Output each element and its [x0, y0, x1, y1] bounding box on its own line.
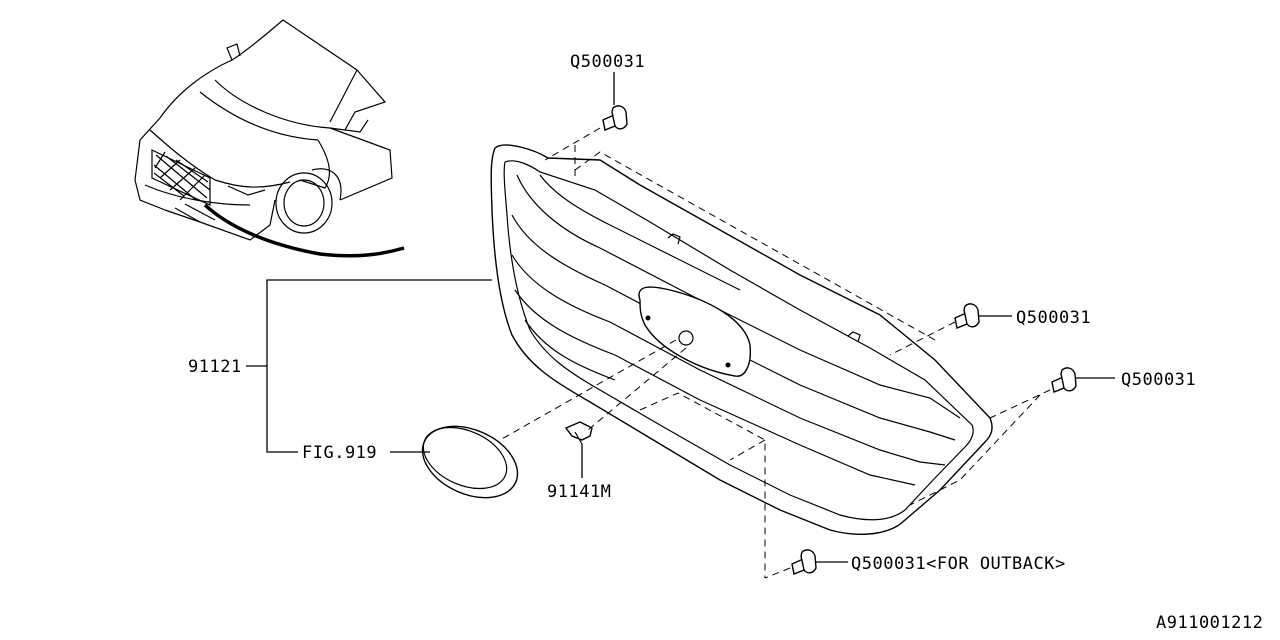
drawing-number: A911001212 [1156, 613, 1263, 633]
label-bolt-top: Q500031 [570, 52, 645, 72]
clip-icon [564, 421, 593, 445]
assembly-dashed-lines [499, 127, 1051, 579]
bolt-bottom-icon [791, 549, 817, 575]
leader-lines [246, 72, 1115, 563]
emblem-icon [421, 425, 519, 499]
label-bolt-bottom: Q500031<FOR OUTBACK> [851, 554, 1066, 574]
label-emblem-figure-ref: FIG.919 [302, 443, 377, 463]
vehicle-overview [134, 19, 405, 258]
bolt-right-upper-icon [954, 303, 980, 329]
label-grille-part-number: 91121 [188, 357, 242, 377]
label-clip-part-number: 91141M [547, 482, 611, 502]
bolt-top-icon [602, 105, 628, 131]
front-grille [490, 144, 993, 535]
bolt-right-lower-icon [1051, 367, 1077, 393]
label-bolt-right-upper: Q500031 [1016, 308, 1091, 328]
label-bolt-right-lower: Q500031 [1121, 370, 1196, 390]
